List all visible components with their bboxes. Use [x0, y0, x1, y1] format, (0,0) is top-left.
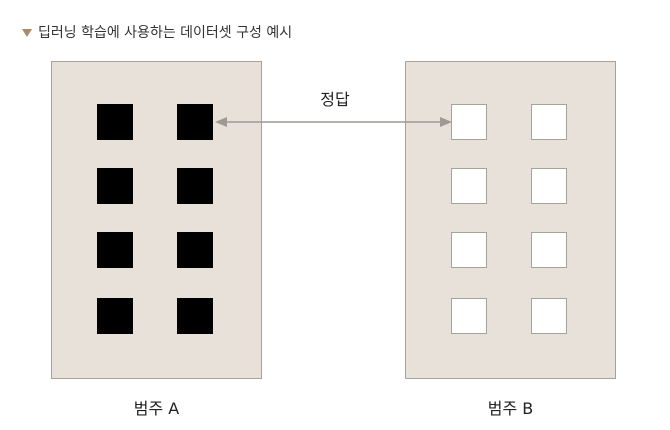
category-b-label: 범주 B — [487, 399, 534, 418]
category-b-sample — [451, 232, 487, 268]
category-a-sample — [177, 168, 213, 204]
category-a-sample — [97, 104, 133, 140]
category-a-sample — [177, 232, 213, 268]
category-a-sample — [177, 298, 213, 334]
category-a-panel — [51, 61, 262, 379]
category-a-sample — [177, 104, 213, 140]
category-a-sample — [97, 168, 133, 204]
category-b-sample — [531, 232, 567, 268]
category-b-panel — [405, 61, 616, 379]
category-a-sample — [97, 232, 133, 268]
category-b-sample — [451, 298, 487, 334]
category-b-sample — [531, 168, 567, 204]
answer-label: 정답 — [320, 90, 350, 109]
caption-text: 딥러닝 학습에 사용하는 데이터셋 구성 예시 — [38, 25, 293, 41]
caption-triangle-icon — [22, 29, 32, 37]
category-b-sample — [531, 104, 567, 140]
category-b-sample — [531, 298, 567, 334]
figure-caption: 딥러닝 학습에 사용하는 데이터셋 구성 예시 — [22, 22, 292, 42]
category-a-label: 범주 A — [133, 399, 180, 418]
category-a-sample — [97, 298, 133, 334]
category-b-sample — [451, 168, 487, 204]
